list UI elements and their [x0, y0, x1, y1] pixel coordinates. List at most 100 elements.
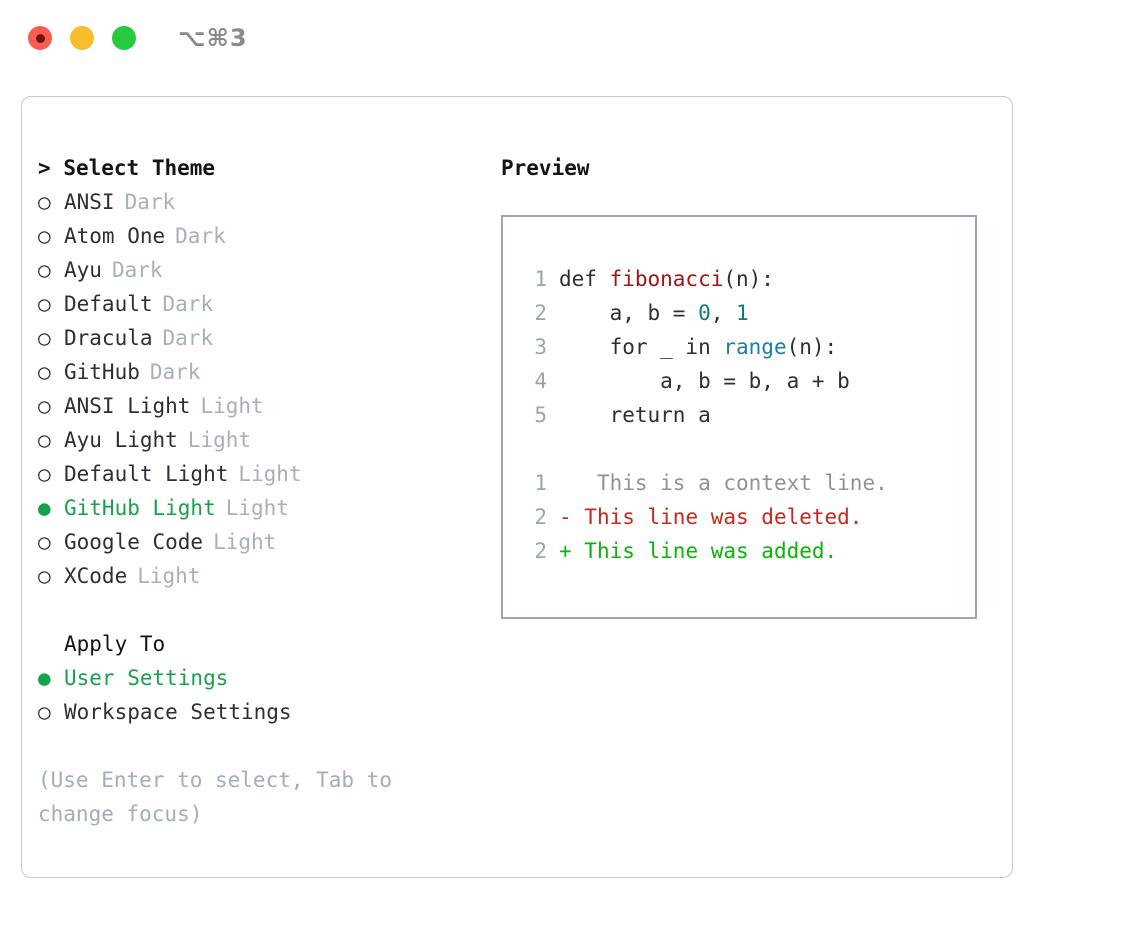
- apply-option-label: User Settings: [64, 666, 229, 690]
- code-line: 3 for _ in range(n):: [521, 330, 967, 364]
- code-token-plain: a, b =: [559, 301, 699, 325]
- code-token-fn: fibonacci: [609, 267, 724, 291]
- code-token-plain: (n):: [786, 335, 838, 359]
- theme-option-github[interactable]: ○ GitHub Dark: [38, 355, 468, 389]
- radio-unselected-icon: ○: [38, 292, 51, 316]
- theme-option-category: Dark: [162, 292, 214, 316]
- code-line-number: 3: [534, 335, 547, 359]
- radio-unselected-icon: ○: [38, 224, 51, 248]
- select-theme-header: > Select Theme: [38, 151, 468, 185]
- theme-option-category: Light: [213, 530, 277, 554]
- theme-option-category: Light: [238, 462, 302, 486]
- theme-option-label: Atom One: [64, 224, 166, 248]
- diff-text: This line was added.: [571, 539, 838, 563]
- theme-option-category: Light: [200, 394, 264, 418]
- code-token-num: 0: [698, 301, 711, 325]
- theme-option-label: Google Code: [64, 530, 204, 554]
- diff-line-text-add: + This line was added.: [559, 534, 837, 568]
- code-line-number: 1: [534, 267, 547, 291]
- theme-option-label: GitHub Light: [64, 496, 216, 520]
- code-diff-spacer: [521, 432, 967, 466]
- apply-option-label: Workspace Settings: [64, 700, 292, 724]
- radio-unselected-icon: ○: [38, 258, 51, 282]
- code-line-text: for _ in range(n):: [559, 330, 838, 364]
- radio-unselected-icon: ○: [38, 394, 51, 418]
- keyboard-shortcut-label: ⌥⌘3: [178, 24, 248, 52]
- theme-option-category: Light: [137, 564, 201, 588]
- code-line-number: 4: [534, 369, 547, 393]
- diff-text: This line was deleted.: [571, 505, 863, 529]
- diff-line: 2- This line was deleted.: [521, 500, 967, 534]
- code-line: 2 a, b = 0, 1: [521, 296, 967, 330]
- apply-option-workspace-settings[interactable]: ○Workspace Settings: [38, 695, 468, 729]
- zoom-button[interactable]: [112, 26, 136, 50]
- code-line-text: a, b = 0, 1: [559, 296, 749, 330]
- code-token-plain: for _ in: [559, 335, 724, 359]
- theme-option-category: Dark: [175, 224, 226, 248]
- code-line-text: return a: [559, 398, 711, 432]
- title-bar: ⌥⌘3: [0, 0, 1140, 76]
- code-line-number: 5: [534, 403, 547, 427]
- radio-unselected-icon: ○: [38, 190, 51, 214]
- diff-text: This is a context line.: [571, 471, 888, 495]
- code-token-call: range: [723, 335, 787, 359]
- window-controls: [28, 26, 136, 50]
- code-line: 4 a, b = b, a + b: [521, 364, 967, 398]
- minimize-button[interactable]: [70, 26, 94, 50]
- diff-line-text-context: This is a context line.: [559, 466, 888, 500]
- diff-line-number: 2: [534, 539, 547, 563]
- keyboard-hint: (Use Enter to select, Tab to change focu…: [38, 768, 405, 826]
- theme-option-label: GitHub: [64, 360, 140, 384]
- radio-unselected-icon: ○: [38, 326, 51, 350]
- apply-option-user-settings[interactable]: ●User Settings: [38, 661, 468, 695]
- close-button[interactable]: [28, 26, 52, 50]
- theme-option-xcode[interactable]: ○ XCode Light: [38, 559, 468, 593]
- theme-option-label: Ayu Light: [64, 428, 178, 452]
- radio-unselected-icon: ○: [38, 360, 51, 384]
- radio-unselected-icon: ○: [38, 564, 51, 588]
- theme-option-label: ANSI: [64, 190, 115, 214]
- apply-to-header: Apply To: [64, 632, 166, 656]
- diff-line: 2 + This line was added.: [521, 534, 967, 568]
- diff-marker-del: -: [559, 505, 572, 529]
- theme-option-category: Light: [225, 496, 289, 520]
- diff-line: 1 This is a context line.: [521, 466, 967, 500]
- theme-option-google-code[interactable]: ○ Google Code Light: [38, 525, 468, 559]
- theme-option-github-light[interactable]: ● GitHub Light Light: [38, 491, 468, 525]
- radio-selected-icon: ●: [38, 496, 51, 520]
- select-theme-label: Select Theme: [63, 156, 216, 180]
- code-token-plain: ,: [710, 301, 737, 325]
- theme-option-atom-one[interactable]: ○ Atom One Dark: [38, 219, 468, 253]
- code-token-num: 1: [736, 301, 749, 325]
- theme-option-label: XCode: [64, 564, 128, 588]
- radio-unselected-icon: ○: [38, 530, 51, 554]
- code-line: 1 def fibonacci(n):: [521, 262, 967, 296]
- code-token-plain: (n):: [723, 267, 774, 291]
- code-line: 5 return a: [521, 398, 967, 432]
- theme-option-category: Dark: [149, 360, 201, 384]
- code-token-plain: a, b = b, a + b: [559, 369, 850, 393]
- theme-option-category: Light: [187, 428, 252, 452]
- theme-option-label: Default Light: [64, 462, 229, 486]
- theme-option-category: Dark: [124, 190, 176, 214]
- theme-option-ansi[interactable]: ○ ANSI Dark: [38, 185, 468, 219]
- apply-to-list: ●User Settings○Workspace Settings: [38, 661, 468, 729]
- code-token-plain: def: [559, 267, 610, 291]
- theme-option-category: Dark: [111, 258, 163, 282]
- code-token-plain: return a: [559, 403, 711, 427]
- close-icon: [35, 33, 45, 43]
- focus-caret-icon: >: [38, 156, 51, 180]
- preview-title: Preview: [501, 156, 590, 180]
- diff-marker-context: [559, 471, 572, 495]
